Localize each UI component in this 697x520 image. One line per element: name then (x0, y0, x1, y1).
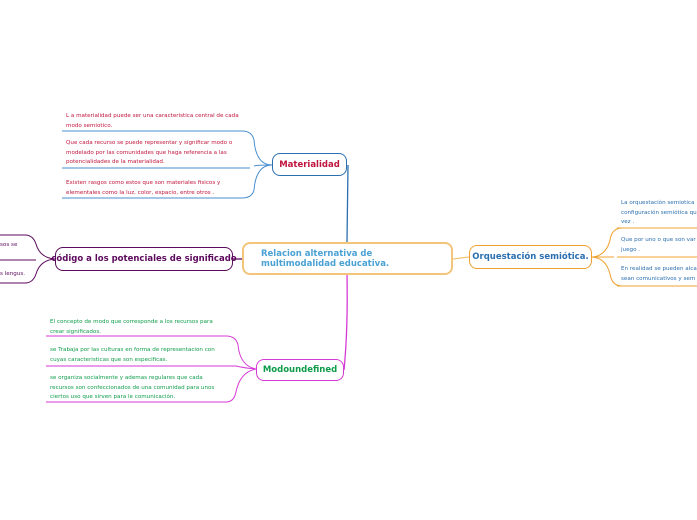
materialidad-item-1-text: L a materialidad puede ser una caracteri… (66, 113, 239, 129)
topic-materialidad-label: Materialidad (279, 159, 340, 170)
modo-item-3-text: se organiza socialmente y ademas regular… (50, 375, 215, 400)
topic-orquestacion-label: Orquestación semiótica. (472, 252, 589, 262)
codigo-item-2[interactable]: s lengus. (0, 270, 30, 280)
materialidad-item-2-text: Que cada recurso se puede representar y … (66, 140, 233, 165)
topic-orquestacion[interactable]: Orquestación semiótica. (469, 245, 592, 269)
orquestacion-item-1[interactable]: La orquestación semiotica configuración … (621, 199, 697, 228)
materialidad-item-3[interactable]: Existen rasgos como estos que son materi… (66, 179, 246, 198)
orquestacion-item-1-text: La orquestación semiotica configuración … (621, 200, 697, 225)
modo-item-2-text: se Trabaja por las culturas en forma de … (50, 347, 215, 363)
codigo-item-2-text: s lengus. (0, 271, 26, 277)
connector-orquestacion (452, 256, 470, 260)
topic-codigo-label: código a los potenciales de significado (51, 254, 237, 264)
connector-materialidad (346, 164, 349, 243)
orquestacion-item-3-text: En realidad se pueden alca sean comunica… (621, 266, 697, 282)
materialidad-item-1[interactable]: L a materialidad puede ser una caracteri… (66, 112, 246, 131)
modo-item-1-text: El concepto de modo que corresponde a lo… (50, 319, 213, 335)
central-topic[interactable]: Relacion alternativa de multimodalidad e… (242, 242, 453, 275)
topic-modo-label: Modoundefined (262, 365, 338, 375)
orquestacion-item-2[interactable]: Que por uno o que son var juego . (621, 236, 697, 255)
materialidad-item-2[interactable]: Que cada recurso se puede representar y … (66, 139, 246, 168)
central-topic-label: Relacion alternativa de multimodalidad e… (261, 248, 390, 269)
modo-item-1[interactable]: El concepto de modo que corresponde a lo… (50, 318, 225, 337)
codigo-item-1-text: sos se (0, 242, 18, 248)
codigo-item-1[interactable]: sos se (0, 241, 30, 251)
connector-modo (343, 274, 348, 371)
modo-item-2[interactable]: se Trabaja por las culturas en forma de … (50, 346, 225, 365)
orquestacion-item-2-text: Que por uno o que son var juego . (621, 237, 696, 253)
orquestacion-item-3[interactable]: En realidad se pueden alca sean comunica… (621, 265, 697, 284)
topic-modo[interactable]: Modoundefined (256, 359, 344, 381)
topic-materialidad[interactable]: Materialidad (272, 153, 347, 176)
topic-codigo[interactable]: código a los potenciales de significado (51, 247, 237, 271)
modo-item-3[interactable]: se organiza socialmente y ademas regular… (50, 374, 228, 403)
materialidad-item-3-text: Existen rasgos como estos que son materi… (66, 180, 221, 196)
